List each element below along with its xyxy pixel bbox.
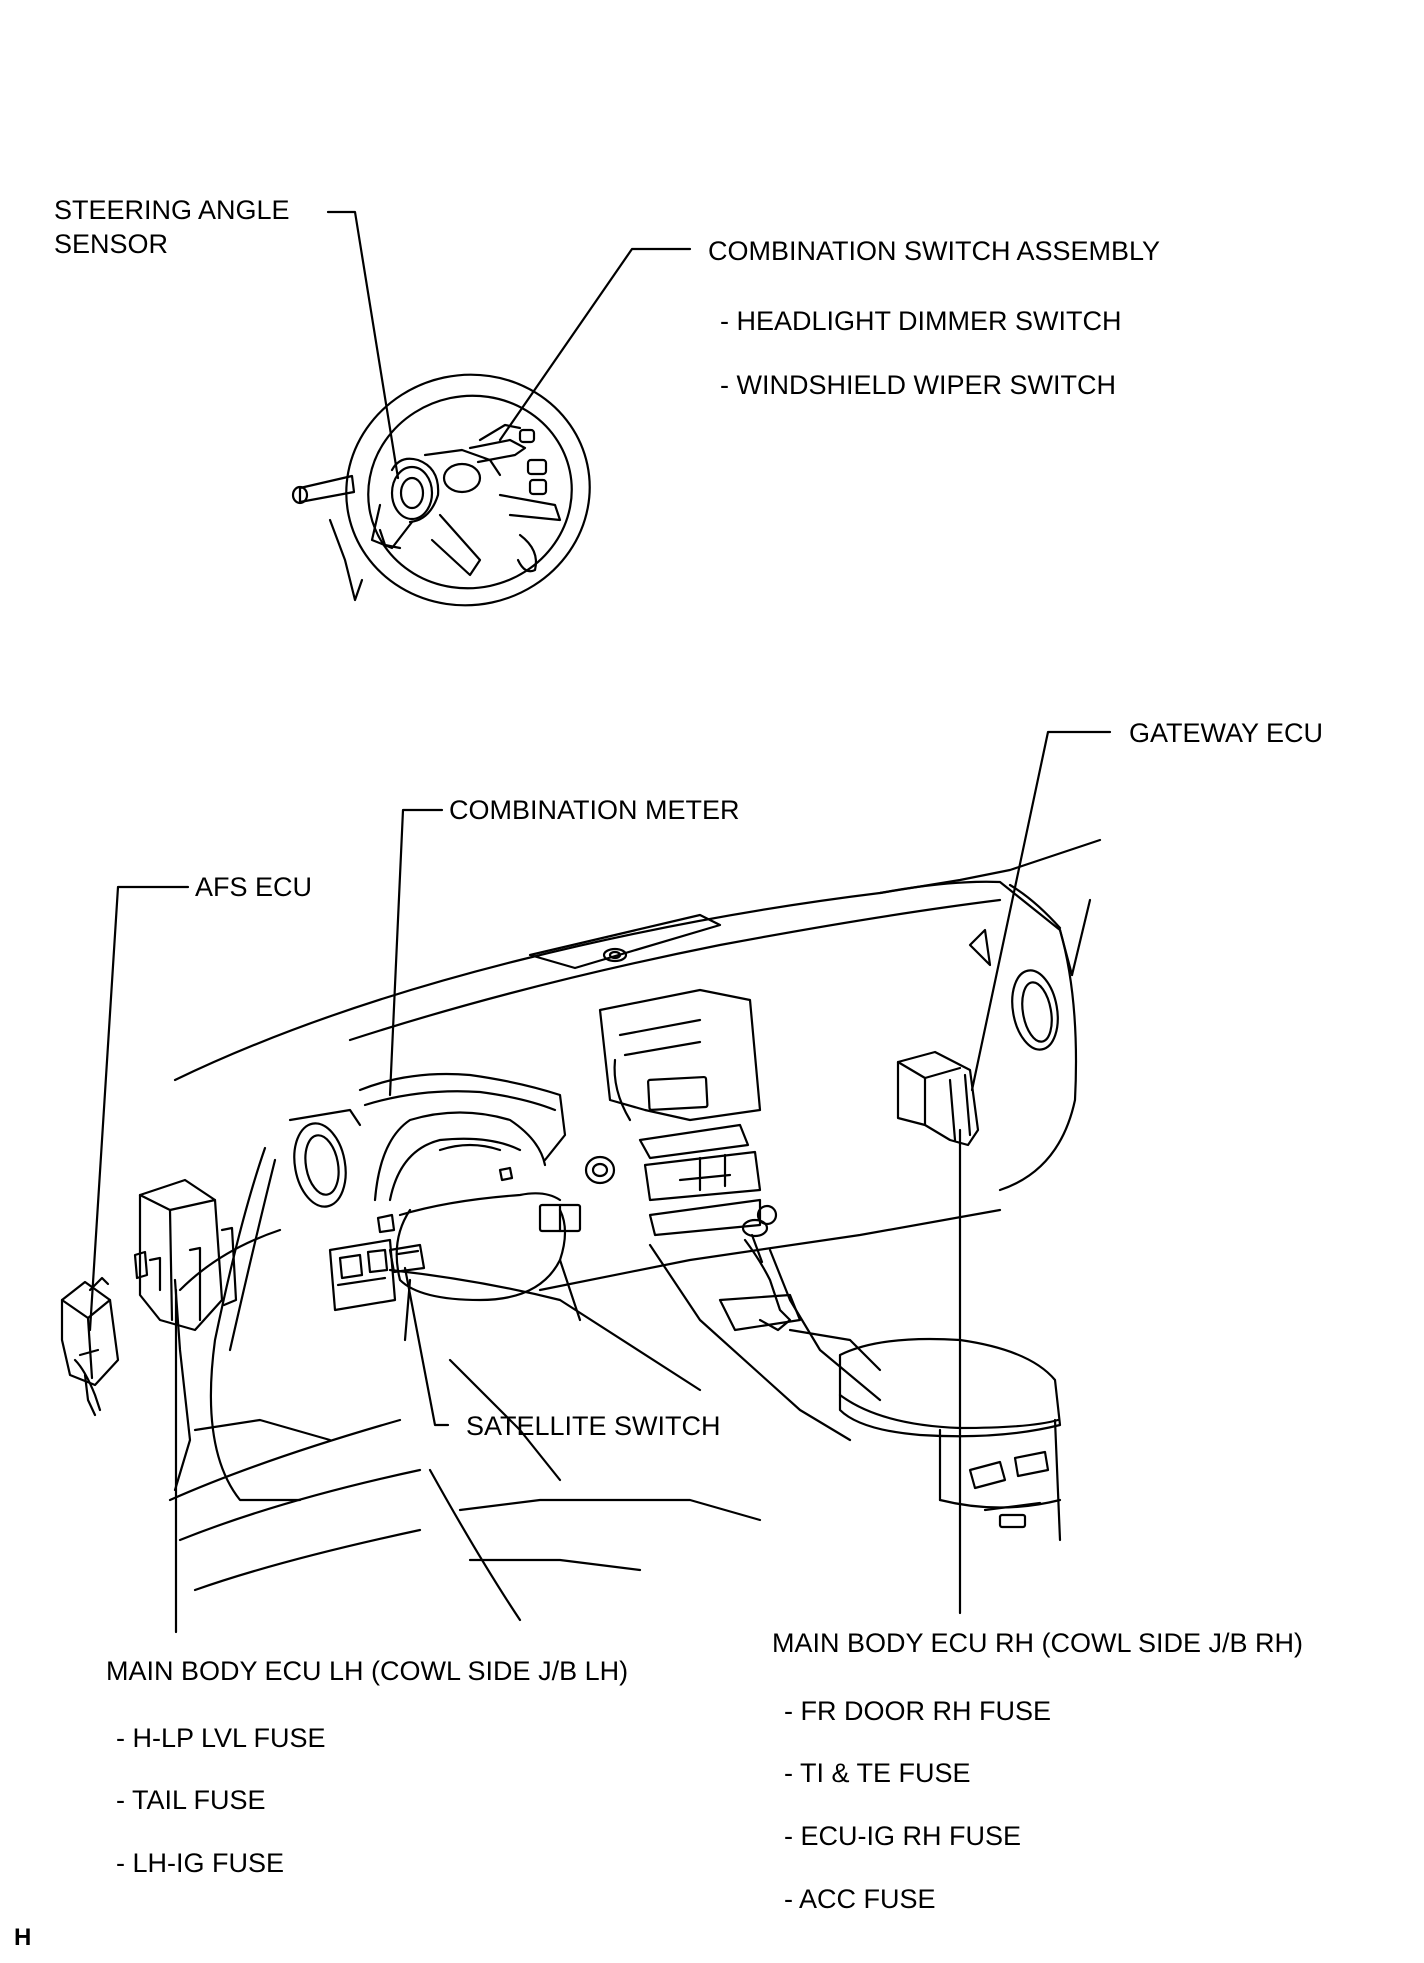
label-main-body-ecu-rh: MAIN BODY ECU RH (COWL SIDE J/B RH) <box>772 1628 1304 1658</box>
label-lh-fuse-item: - H-LP LVL FUSE <box>116 1723 326 1753</box>
label-headlight-dimmer-switch: - HEADLIGHT DIMMER SWITCH <box>720 306 1122 336</box>
label-satellite-switch: SATELLITE SWITCH <box>466 1411 721 1441</box>
label-rh-fuse-item: - ACC FUSE <box>784 1884 936 1914</box>
label-combination-meter: COMBINATION METER <box>449 795 740 825</box>
label-steering-angle-sensor-line1: STEERING ANGLE <box>54 195 290 225</box>
leader-afs-ecu <box>88 885 190 1332</box>
steering-wheel-drawing <box>291 373 591 607</box>
leader-gateway-ecu <box>970 730 1112 1092</box>
label-rh-fuse-item: - ECU-IG RH FUSE <box>784 1821 1022 1851</box>
label-lh-fuse-item: - TAIL FUSE <box>116 1785 266 1815</box>
label-rh-fuse-item: - FR DOOR RH FUSE <box>784 1696 1051 1726</box>
leader-combination-switch <box>498 247 692 442</box>
leader-lines <box>88 210 1112 1634</box>
label-windshield-wiper-switch: - WINDSHIELD WIPER SWITCH <box>720 370 1116 400</box>
label-gateway-ecu: GATEWAY ECU <box>1129 718 1324 748</box>
leader-steering-angle-sensor <box>326 210 400 480</box>
label-lh-fuse-item: - LH-IG FUSE <box>116 1848 285 1878</box>
label-rh-fuse-item: - TI & TE FUSE <box>784 1758 971 1788</box>
label-afs-ecu: AFS ECU <box>195 872 313 902</box>
leader-satellite-switch <box>403 1266 450 1427</box>
label-steering-angle-sensor-line2: SENSOR <box>54 229 169 259</box>
label-combination-switch-assembly: COMBINATION SWITCH ASSEMBLY <box>708 236 1161 266</box>
leader-combination-meter <box>388 808 444 1097</box>
dashboard-drawing <box>60 838 1102 1622</box>
corner-mark: H <box>14 1924 32 1951</box>
label-main-body-ecu-lh: MAIN BODY ECU LH (COWL SIDE J/B LH) <box>106 1656 629 1686</box>
